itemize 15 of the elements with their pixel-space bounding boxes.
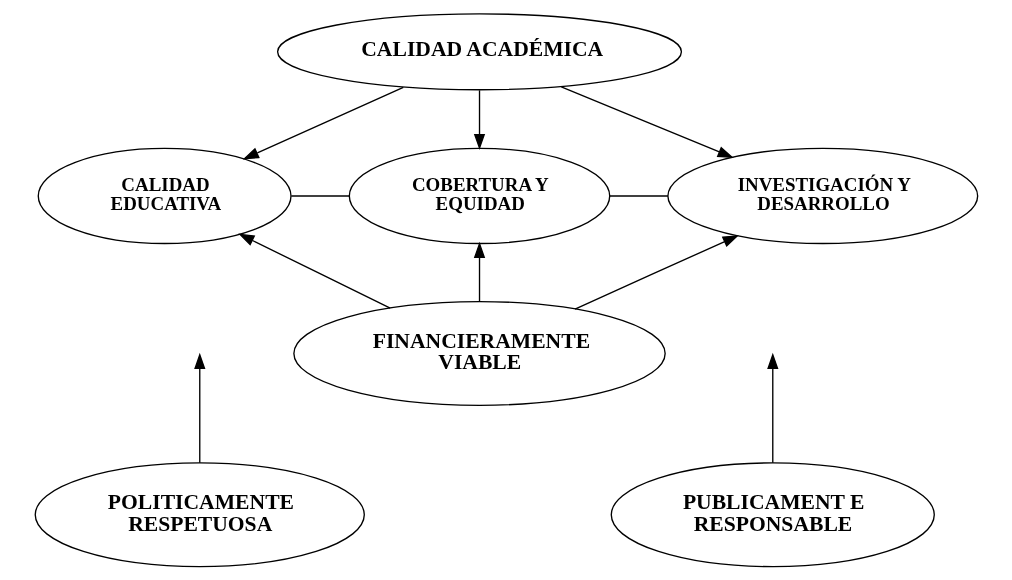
arrow [242, 86, 404, 160]
node-ellipse: CALIDAD ACADÉMICA [276, 13, 682, 91]
node-ellipse: FINANCIERAMENTE VIABLE [292, 300, 666, 406]
arrow [766, 352, 778, 464]
connector [608, 195, 669, 197]
arrow [193, 352, 205, 464]
arrow [560, 86, 734, 158]
arrow [573, 235, 739, 310]
node-ellipse: PUBLICAMENT E RESPONSABLE [610, 462, 935, 568]
node-ellipse: COBERTURA Y EQUIDAD [348, 147, 610, 245]
arrow [473, 89, 485, 151]
node-ellipse: POLITICAMENTE RESPETUOSA [34, 462, 365, 568]
arrow [473, 241, 485, 303]
connector [290, 195, 350, 197]
arrow [237, 233, 391, 309]
